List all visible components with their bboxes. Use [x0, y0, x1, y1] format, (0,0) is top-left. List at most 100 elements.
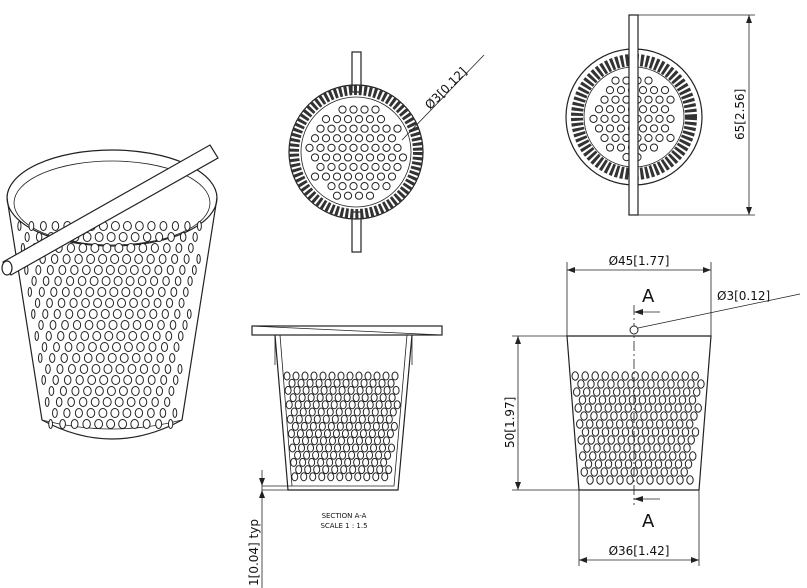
perforation-hole: [172, 408, 178, 418]
perforation-hole: [163, 243, 171, 253]
perforation-hole: [684, 403, 692, 413]
perforation-hole: [325, 443, 333, 453]
perforation-hole: [587, 435, 595, 445]
perforation-hole: [621, 371, 629, 381]
perforation-hole: [337, 371, 345, 381]
top-diameter-dimension: Ø45[1.77]: [609, 254, 670, 268]
perforation-hole: [321, 400, 329, 410]
perforation-hole: [614, 403, 622, 413]
perforation-hole: [82, 419, 91, 429]
perforation-hole: [52, 408, 58, 418]
perforation-hole: [384, 400, 392, 410]
perforation-hole: [48, 419, 53, 429]
perforation-hole: [187, 276, 193, 286]
perforation-hole: [638, 143, 648, 152]
perforation-hole: [649, 451, 657, 461]
perforation-hole: [343, 191, 353, 200]
perforation-hole: [31, 309, 36, 319]
perforation-hole: [387, 153, 397, 162]
perforation-hole: [619, 451, 627, 461]
perforation-hole: [380, 407, 388, 417]
perforation-hole: [649, 124, 659, 133]
front-view: Ø45[1.77] 50[1.97] Ø36[1.42] A A Ø3[0.12…: [503, 254, 801, 566]
perforation-hole: [671, 371, 679, 381]
perforation-hole: [186, 309, 192, 319]
perforation-hole: [660, 86, 670, 95]
perforation-hole: [594, 124, 604, 133]
perforation-hole: [295, 465, 303, 475]
perforation-hole: [34, 298, 41, 308]
perforation-hole: [376, 153, 386, 162]
section-holes: [283, 371, 401, 482]
perforation-hole: [382, 143, 391, 152]
perforation-hole: [302, 385, 310, 395]
perforation-hole: [323, 429, 331, 439]
perforation-hole: [290, 457, 298, 467]
perforation-hole: [327, 162, 336, 172]
perforation-hole: [172, 375, 179, 385]
perforation-hole: [117, 265, 127, 275]
perforation-hole: [86, 254, 96, 264]
perforation-hole: [169, 353, 176, 363]
perforation-hole: [580, 411, 588, 421]
perforation-hole: [594, 459, 603, 469]
perforation-hole: [371, 182, 380, 191]
perforation-hole: [316, 143, 325, 152]
perforation-hole: [638, 86, 648, 95]
perforation-hole: [616, 475, 624, 485]
perforation-hole: [179, 232, 187, 242]
perforation-hole: [311, 385, 319, 395]
perforation-hole: [153, 298, 162, 308]
perforation-hole: [305, 143, 314, 152]
perforation-hole: [41, 375, 46, 385]
perforation-hole: [164, 364, 172, 374]
perforation-hole: [119, 353, 129, 363]
perforation-hole: [51, 221, 60, 231]
perforation-hole: [39, 221, 47, 231]
perforation-hole: [616, 86, 626, 95]
perforation-hole: [157, 287, 166, 297]
perforation-hole: [618, 395, 627, 405]
perforation-hole: [689, 451, 697, 461]
perforation-hole: [74, 254, 83, 264]
perforation-hole: [362, 407, 370, 417]
perforation-hole: [600, 114, 609, 123]
perforation-hole: [338, 124, 347, 133]
perforation-hole: [671, 427, 680, 437]
section-mark-top: A: [642, 286, 655, 307]
perforation-hole: [109, 287, 119, 297]
perforation-hole: [330, 450, 338, 460]
perforation-hole: [106, 232, 116, 242]
perforation-hole: [349, 465, 357, 475]
perforation-hole: [332, 191, 342, 200]
perforation-hole: [571, 371, 579, 381]
perforation-hole: [344, 457, 352, 467]
perforation-hole: [93, 298, 103, 308]
perforation-hole: [343, 153, 353, 162]
perforation-hole: [28, 221, 35, 231]
perforation-hole: [677, 379, 685, 389]
perforation-hole: [38, 320, 44, 330]
perforation-hole: [393, 143, 402, 152]
perforation-hole: [606, 419, 614, 429]
perforation-hole: [613, 387, 621, 397]
perforation-hole: [653, 387, 661, 397]
perforation-hole: [147, 408, 155, 418]
perforation-hole: [90, 243, 100, 253]
perforation-hole: [349, 124, 358, 133]
perforation-hole: [338, 182, 347, 191]
perforation-hole: [597, 379, 605, 389]
perforation-hole: [360, 143, 369, 152]
perforation-hole: [196, 254, 201, 264]
perforation-hole: [312, 400, 320, 410]
perforation-hole: [661, 427, 670, 437]
perforation-hole: [360, 124, 369, 133]
perforation-hole: [78, 243, 88, 253]
perforation-hole: [356, 385, 364, 395]
perforation-hole: [48, 386, 55, 396]
perforation-hole: [589, 451, 597, 461]
perforation-hole: [77, 309, 86, 319]
perforation-hole: [381, 472, 389, 482]
perforation-hole: [321, 134, 331, 143]
perforation-hole: [386, 429, 394, 439]
